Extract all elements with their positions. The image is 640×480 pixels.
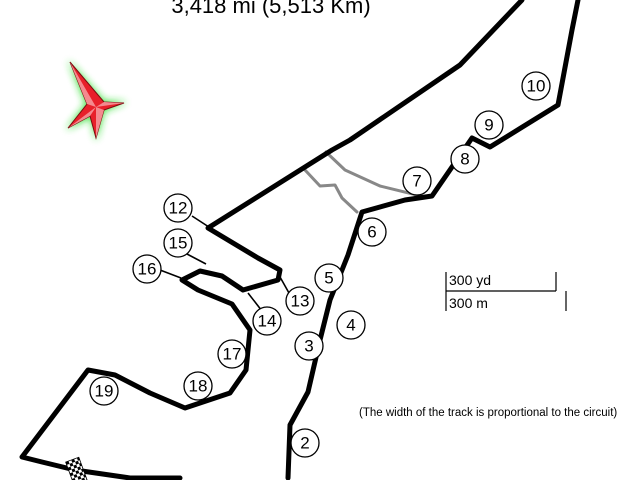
svg-text:8: 8 xyxy=(460,150,469,169)
turn-marker-14: 14 xyxy=(252,306,282,336)
svg-text:5: 5 xyxy=(324,269,333,288)
svg-text:13: 13 xyxy=(291,292,310,311)
track-outline xyxy=(19,0,581,480)
svg-text:6: 6 xyxy=(367,223,376,242)
svg-text:16: 16 xyxy=(138,260,157,279)
track-length-label: 3,418 mi (5,513 Km) xyxy=(171,0,370,18)
turn-marker-17: 17 xyxy=(217,339,247,369)
turn-marker-13: 13 xyxy=(285,286,315,316)
turn-marker-10: 10 xyxy=(521,71,551,101)
turn-marker-2: 2 xyxy=(290,428,320,458)
scale-bar: 300 yd 300 m xyxy=(445,272,567,311)
leader-line-13 xyxy=(279,276,290,294)
svg-text:18: 18 xyxy=(189,377,208,396)
turn-marker-7: 7 xyxy=(402,166,432,196)
turn-marker-8: 8 xyxy=(450,144,480,174)
svg-text:12: 12 xyxy=(169,199,188,218)
turn-marker-15: 15 xyxy=(163,228,193,258)
leader-line-12 xyxy=(191,215,213,230)
runoff-line-east xyxy=(324,150,427,199)
svg-text:2: 2 xyxy=(300,434,309,453)
track-width-note: (The width of the track is proportional … xyxy=(359,407,617,419)
scale-label-yards: 300 yd xyxy=(449,272,491,288)
svg-text:7: 7 xyxy=(412,172,421,191)
svg-text:14: 14 xyxy=(258,312,277,331)
turn-marker-3: 3 xyxy=(294,331,324,361)
turn-marker-4: 4 xyxy=(336,310,366,340)
svg-text:9: 9 xyxy=(484,116,493,135)
turn-marker-9: 9 xyxy=(474,110,504,140)
leader-line-14 xyxy=(247,292,263,312)
svg-text:4: 4 xyxy=(346,316,355,335)
turn-marker-18: 18 xyxy=(183,371,213,401)
leader-line-15 xyxy=(186,253,207,265)
turn-marker-19: 19 xyxy=(89,376,119,406)
svg-text:17: 17 xyxy=(223,345,242,364)
svg-text:19: 19 xyxy=(95,382,114,401)
compass-star-icon xyxy=(66,60,127,141)
checkered-flag-icon xyxy=(65,456,88,480)
svg-text:3: 3 xyxy=(304,337,313,356)
turn-marker-16: 16 xyxy=(132,254,162,284)
turn-marker-12: 12 xyxy=(163,193,193,223)
svg-text:10: 10 xyxy=(527,77,546,96)
runoff-line-west xyxy=(303,168,359,214)
svg-text:15: 15 xyxy=(169,234,188,253)
turn-marker-6: 6 xyxy=(357,217,387,247)
scale-label-meters: 300 m xyxy=(449,295,488,311)
leader-line-16 xyxy=(159,269,182,279)
turn-marker-5: 5 xyxy=(314,263,344,293)
